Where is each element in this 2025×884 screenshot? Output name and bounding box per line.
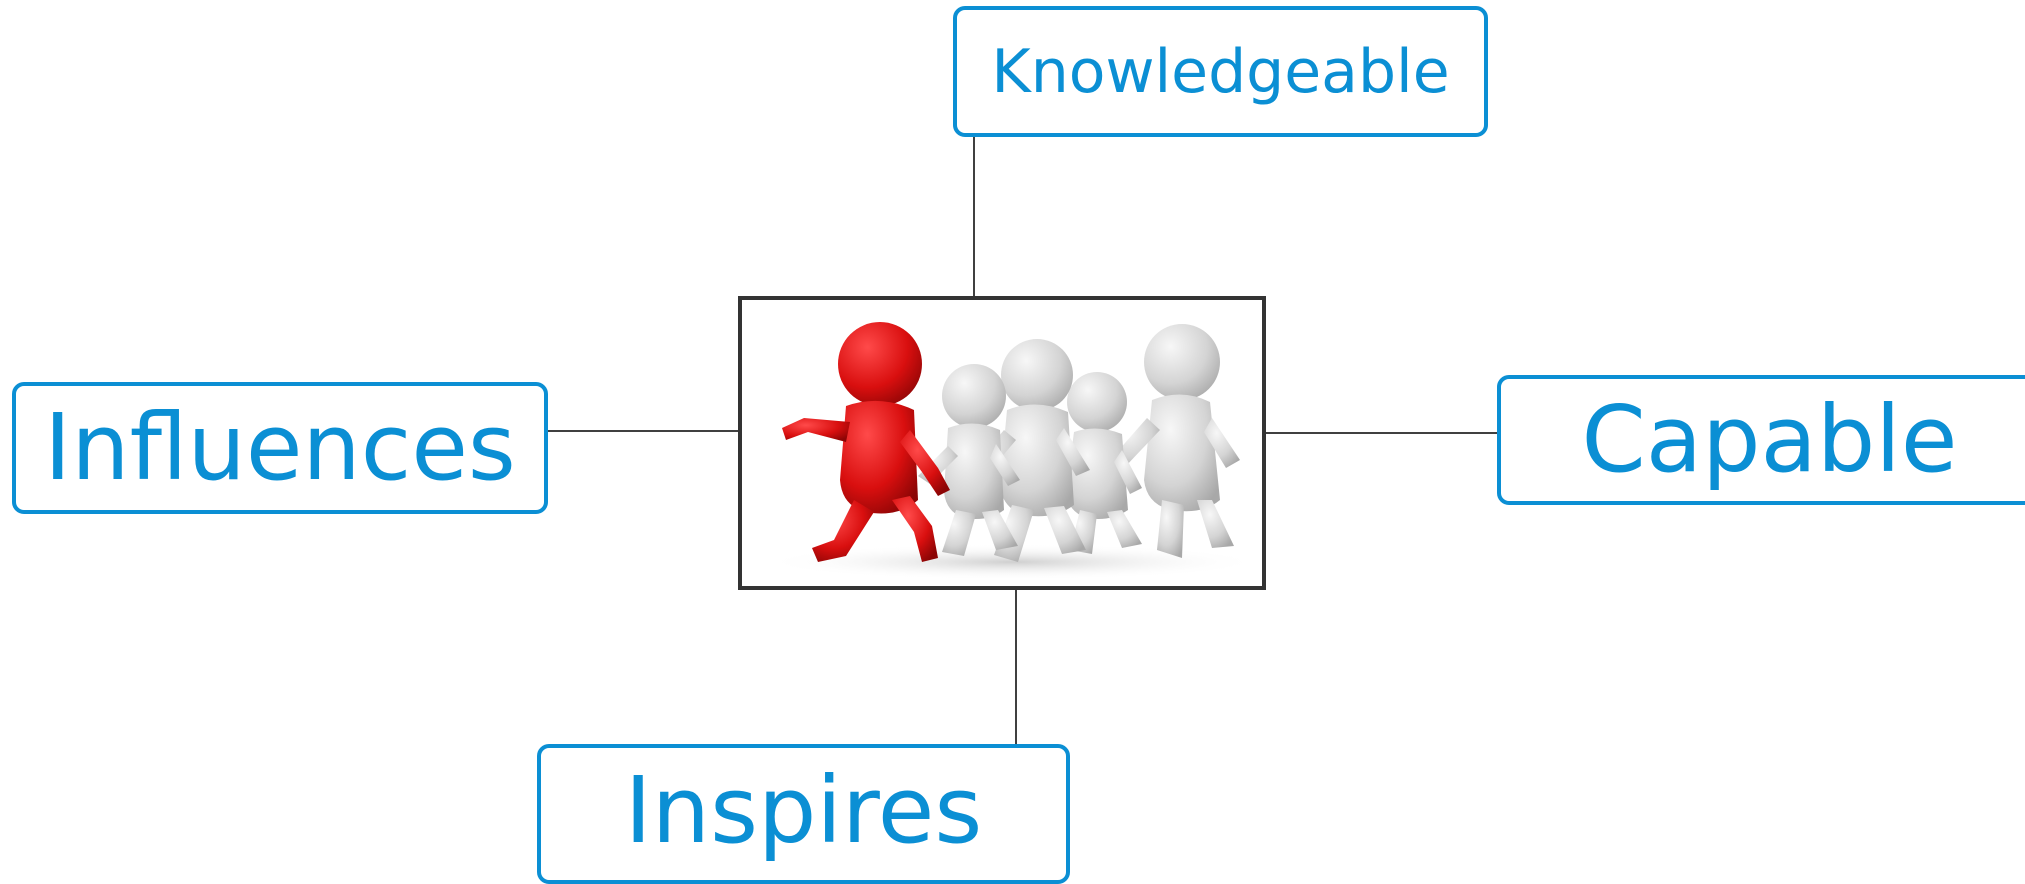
node-capable: Capable xyxy=(1497,375,2025,505)
connector-bottom xyxy=(1015,590,1017,744)
node-influences: Influences xyxy=(12,382,548,514)
connector-right xyxy=(1266,432,1497,434)
node-inspires-label: Inspires xyxy=(624,757,983,864)
connector-left xyxy=(548,430,738,432)
follower-figure-4 xyxy=(1110,324,1240,558)
node-capable-label: Capable xyxy=(1581,386,1958,493)
center-picture xyxy=(738,296,1266,590)
node-knowledgeable: Knowledgeable xyxy=(953,6,1488,137)
team-of-figures-with-red-leader-icon xyxy=(762,322,1262,580)
node-influences-label: Influences xyxy=(44,394,516,501)
follower-figure-1 xyxy=(918,364,1020,556)
red-leader-figure xyxy=(782,322,950,562)
connector-top xyxy=(973,131,975,296)
node-knowledgeable-label: Knowledgeable xyxy=(991,36,1450,107)
ground-shadow xyxy=(762,544,1262,580)
node-inspires: Inspires xyxy=(537,744,1070,884)
